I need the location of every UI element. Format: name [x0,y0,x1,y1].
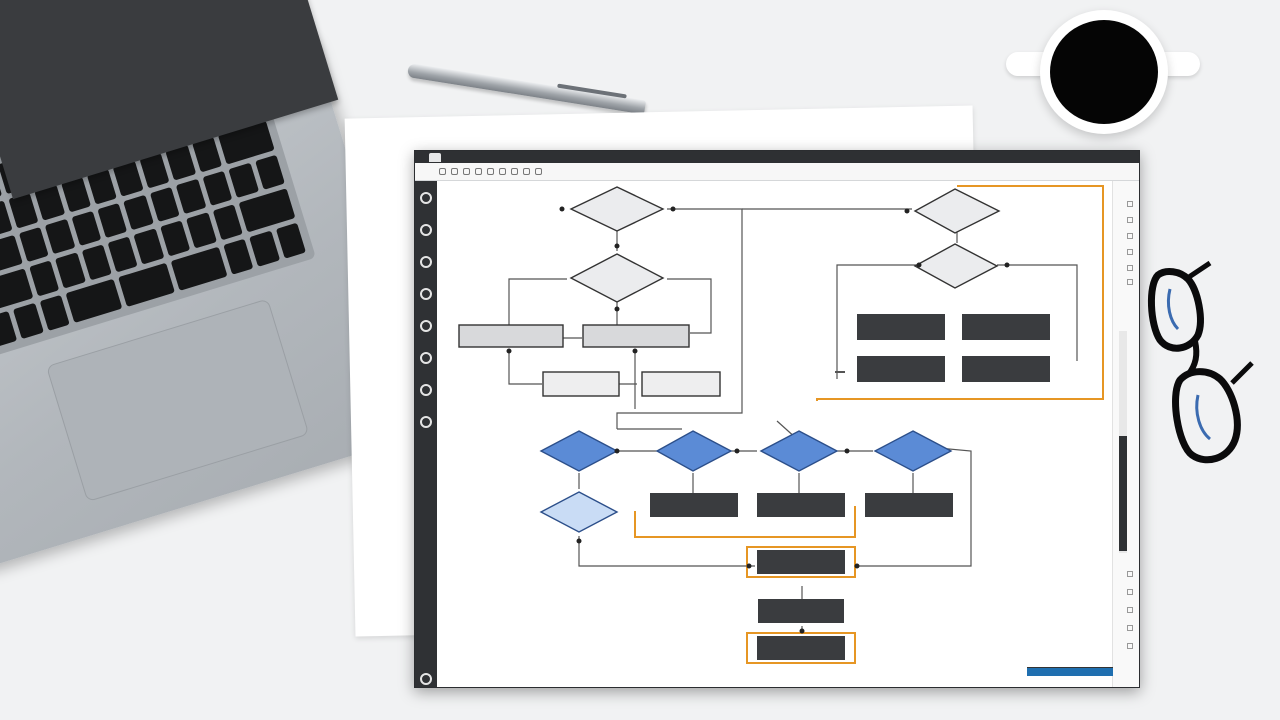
decision-node[interactable] [913,188,1001,234]
process-box-dark[interactable] [962,314,1050,340]
process-box-dark[interactable] [757,550,845,574]
connector-handles [506,206,1010,634]
laptop-trackpad [45,298,310,503]
pen-clip [557,83,627,99]
undo-icon[interactable] [439,168,446,175]
eyeglasses [1147,260,1254,464]
decision-node-light[interactable] [539,491,619,533]
left-sidebar [415,181,437,687]
page-icon[interactable] [1127,625,1133,631]
document-tab[interactable] [429,152,441,162]
comment-icon[interactable] [420,320,432,332]
fit-icon[interactable] [1127,233,1133,239]
process-box-dark[interactable] [758,599,844,623]
layers-icon[interactable] [420,288,432,300]
process-box-dark[interactable] [757,493,845,517]
decision-node-blue[interactable] [759,430,839,472]
page-icon[interactable] [1127,571,1133,577]
page-icon[interactable] [1127,643,1133,649]
shape-icon[interactable] [475,168,482,175]
connector-stub [835,371,845,373]
pointer-icon[interactable] [463,168,470,175]
connector-lines [508,208,1078,633]
process-box[interactable] [582,324,690,348]
style-icon[interactable] [1127,265,1133,271]
title-bar [415,151,1139,163]
zoom-in-icon[interactable] [1127,201,1133,207]
decision-node-blue[interactable] [539,430,619,472]
grid-icon[interactable] [523,168,530,175]
format-icon[interactable] [1127,249,1133,255]
share-icon[interactable] [420,384,432,396]
vertical-scrollbar-thumb[interactable] [1119,436,1127,551]
page-icon[interactable] [1127,607,1133,613]
process-box[interactable] [641,371,721,397]
decision-node[interactable] [569,186,665,232]
status-bar [1027,667,1113,676]
line-icon[interactable] [499,168,506,175]
decision-node[interactable] [913,243,999,289]
process-box[interactable] [458,324,564,348]
toolbar [415,163,1139,181]
user-icon[interactable] [420,416,432,428]
process-box-dark[interactable] [757,636,845,660]
process-box[interactable] [542,371,620,397]
decision-node[interactable] [569,253,665,303]
process-box-dark[interactable] [857,356,945,382]
flowchart-app-window [414,150,1140,688]
pen-icon[interactable] [420,256,432,268]
help-icon[interactable] [420,673,432,685]
process-box-dark[interactable] [650,493,738,517]
redo-icon[interactable] [451,168,458,175]
settings-icon[interactable] [535,168,542,175]
coffee-cup [1040,10,1168,134]
zoom-icon[interactable] [511,168,518,175]
decision-node-blue[interactable] [873,430,953,472]
decision-node-blue[interactable] [655,430,733,472]
home-icon[interactable] [420,192,432,204]
process-box-dark[interactable] [962,356,1050,382]
coffee [1050,20,1158,124]
right-panel [1112,181,1139,687]
text-icon[interactable] [487,168,494,175]
highlight-connectors [634,185,1104,664]
process-box-dark[interactable] [857,314,945,340]
flowchart-canvas[interactable] [437,181,1115,687]
pen [406,63,647,115]
arrange-icon[interactable] [1127,279,1133,285]
page-icon[interactable] [1127,589,1133,595]
history-icon[interactable] [420,352,432,364]
zoom-out-icon[interactable] [1127,217,1133,223]
shapes-icon[interactable] [420,224,432,236]
process-box-dark[interactable] [865,493,953,517]
